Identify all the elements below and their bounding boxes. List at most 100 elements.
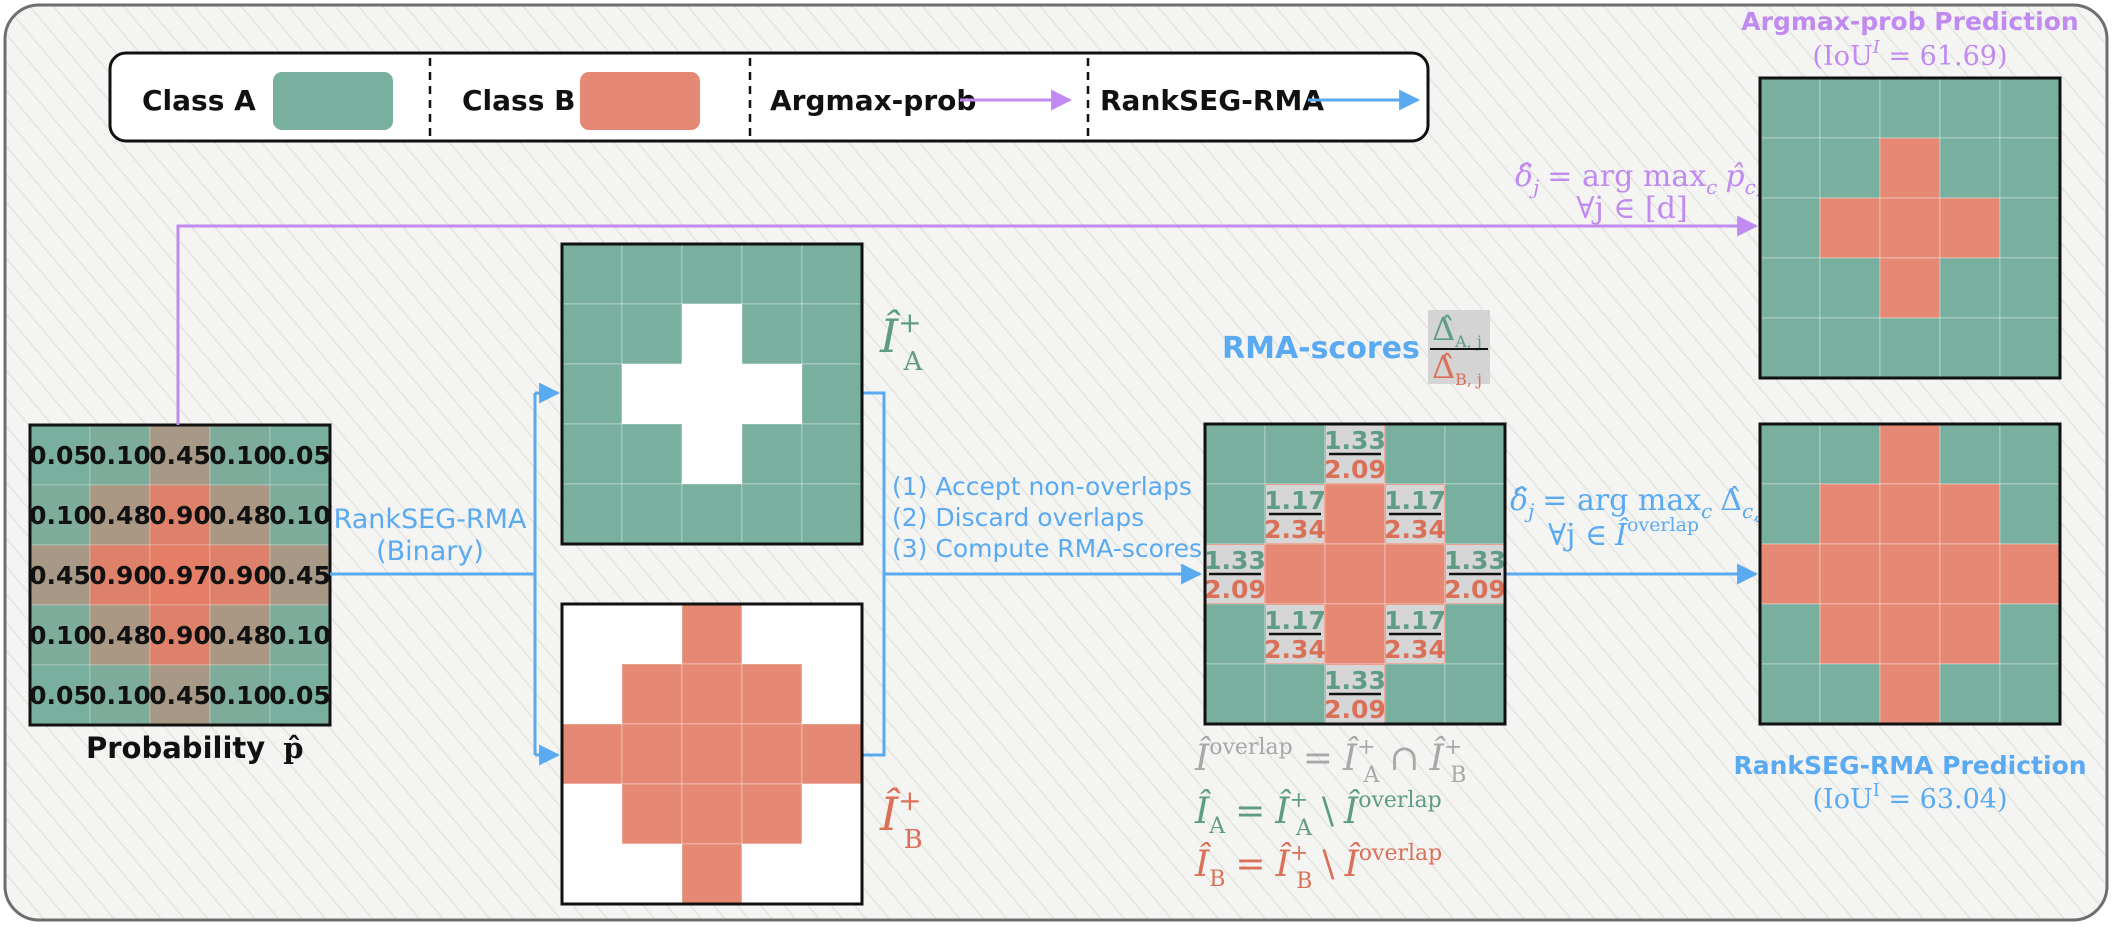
argmax-pred-cell xyxy=(1759,137,1821,199)
probability-value: 0.10 xyxy=(29,501,91,530)
argmax-pred-cell xyxy=(1999,197,2061,259)
legend-class-b-label: Class B xyxy=(462,84,575,117)
rankseg-pred-cell xyxy=(1819,423,1881,485)
set-a-plus-cell xyxy=(741,483,803,545)
rankseg-pred-cell xyxy=(1759,543,1821,605)
rma-cell xyxy=(1444,603,1506,665)
rankseg-pred-cell xyxy=(1999,483,2061,545)
probability-cell xyxy=(89,604,151,666)
probability-cell xyxy=(149,484,211,546)
set-a-plus-cell xyxy=(621,423,683,485)
probability-cell xyxy=(209,604,271,666)
argmax-pred-cell xyxy=(1879,77,1941,139)
rma-border xyxy=(1203,422,1507,726)
probability-cell xyxy=(149,604,211,666)
rma-score-b: 2.09 xyxy=(1444,575,1506,604)
rankseg-pred-cell xyxy=(1879,663,1941,725)
set-b-plus-cell xyxy=(801,663,863,725)
connectors xyxy=(176,215,1759,766)
set-a-plus-cell xyxy=(801,303,863,365)
set-b-plus-cell xyxy=(741,603,803,665)
step-3: (3) Compute RMA-scores xyxy=(892,534,1202,563)
rankseg-pred-cell xyxy=(1999,423,2061,485)
probability-value: 0.10 xyxy=(89,681,151,710)
set-a-plus-cell xyxy=(621,243,683,305)
probability-value: 0.10 xyxy=(269,621,331,650)
argmax-pred-cell xyxy=(1759,317,1821,379)
set-a-plus-cell xyxy=(681,303,743,365)
set-a-equation: ÎA=Î+A\Îoverlap xyxy=(1194,788,1442,841)
set-a-plus-cell xyxy=(561,243,623,305)
rankseg-pred-iou: (IoUI = 63.04) xyxy=(1813,780,2008,815)
rma-cell xyxy=(1444,423,1506,485)
rma-score-b: 2.34 xyxy=(1384,515,1446,544)
argmax-pred-cell xyxy=(1759,77,1821,139)
probability-value: 0.45 xyxy=(149,681,211,710)
rankseg-pred-grid xyxy=(1758,422,2062,726)
probability-value: 0.48 xyxy=(89,501,151,530)
merge-from-set-b xyxy=(862,574,886,757)
set-b-plus-cell xyxy=(621,723,683,785)
step-1: (1) Accept non-overlaps xyxy=(892,472,1192,501)
rma-cell xyxy=(1204,603,1266,665)
rma-fraction-bg xyxy=(1428,310,1490,384)
rma-cell xyxy=(1264,423,1326,485)
probability-cell xyxy=(29,544,91,606)
probability-value: 0.97 xyxy=(149,561,211,590)
rma-cell xyxy=(1444,663,1506,725)
set-b-plus-cell xyxy=(801,843,863,905)
rankseg-pred-cell xyxy=(1819,483,1881,545)
set-b-plus-cell xyxy=(681,843,743,905)
set-a-plus-cell xyxy=(621,483,683,545)
set-b-plus-cell xyxy=(741,783,803,845)
probability-value: 0.45 xyxy=(29,561,91,590)
argmax-pred-cell xyxy=(1939,257,2001,319)
probability-value: 0.05 xyxy=(269,441,331,470)
set-a-plus-cell xyxy=(561,483,623,545)
rma-score-a: 1.33 xyxy=(1324,426,1386,455)
legend-argmax-label: Argmax-prob xyxy=(770,84,976,117)
set-b-plus-grid xyxy=(560,602,864,906)
rma-score-a: 1.33 xyxy=(1444,546,1506,575)
probability-grid: 0.050.100.450.100.050.100.480.900.480.10… xyxy=(28,423,332,727)
rma-score-a: 1.17 xyxy=(1264,486,1326,515)
argmax-pred-cell xyxy=(1819,77,1881,139)
rma-score-a: 1.33 xyxy=(1324,666,1386,695)
rankseg-rule-domain: ∀j ∈Îoverlap xyxy=(1548,514,1699,553)
rma-fraction: Δ̂A, j Δ̂B, j xyxy=(1428,310,1490,389)
set-b-plus-cell xyxy=(561,783,623,845)
set-a-plus-cell xyxy=(681,243,743,305)
rankseg-pred-cell xyxy=(1819,663,1881,725)
set-a-plus-cell xyxy=(741,243,803,305)
set-a-plus-cell xyxy=(801,363,863,425)
merge-from-set-a xyxy=(862,391,886,574)
set-a-plus-grid xyxy=(560,242,864,546)
probability-value: 0.05 xyxy=(29,681,91,710)
argmax-pred-cell xyxy=(1939,77,2001,139)
set-a-plus-cell xyxy=(621,363,683,425)
argmax-pred-cell xyxy=(1879,197,1941,259)
probability-cell xyxy=(89,484,151,546)
rma-score-b: 2.34 xyxy=(1264,515,1326,544)
legend-class-a-label: Class A xyxy=(142,84,256,117)
set-b-plus-cell xyxy=(741,723,803,785)
set-b-plus-cell xyxy=(681,663,743,725)
probability-value: 0.90 xyxy=(89,561,151,590)
set-b-plus-cell xyxy=(621,663,683,725)
rma-cell xyxy=(1264,543,1326,605)
set-a-plus-cell xyxy=(801,483,863,545)
argmax-pred-cell xyxy=(1879,257,1941,319)
rma-score-b: 2.09 xyxy=(1324,695,1386,724)
argmax-pred-cell xyxy=(1999,257,2061,319)
argmax-pred-cell xyxy=(1999,137,2061,199)
set-a-plus-border xyxy=(560,242,864,546)
probability-value: 0.48 xyxy=(209,501,271,530)
set-a-plus-cell xyxy=(561,363,623,425)
argmax-pred-cell xyxy=(1999,317,2061,379)
probability-value: 0.10 xyxy=(89,441,151,470)
set-b-equation: ÎB=Î+B\Îoverlap xyxy=(1194,841,1442,894)
step-2: (2) Discard overlaps xyxy=(892,503,1144,532)
argmax-pred-cell xyxy=(1759,257,1821,319)
set-a-plus-cell xyxy=(801,243,863,305)
